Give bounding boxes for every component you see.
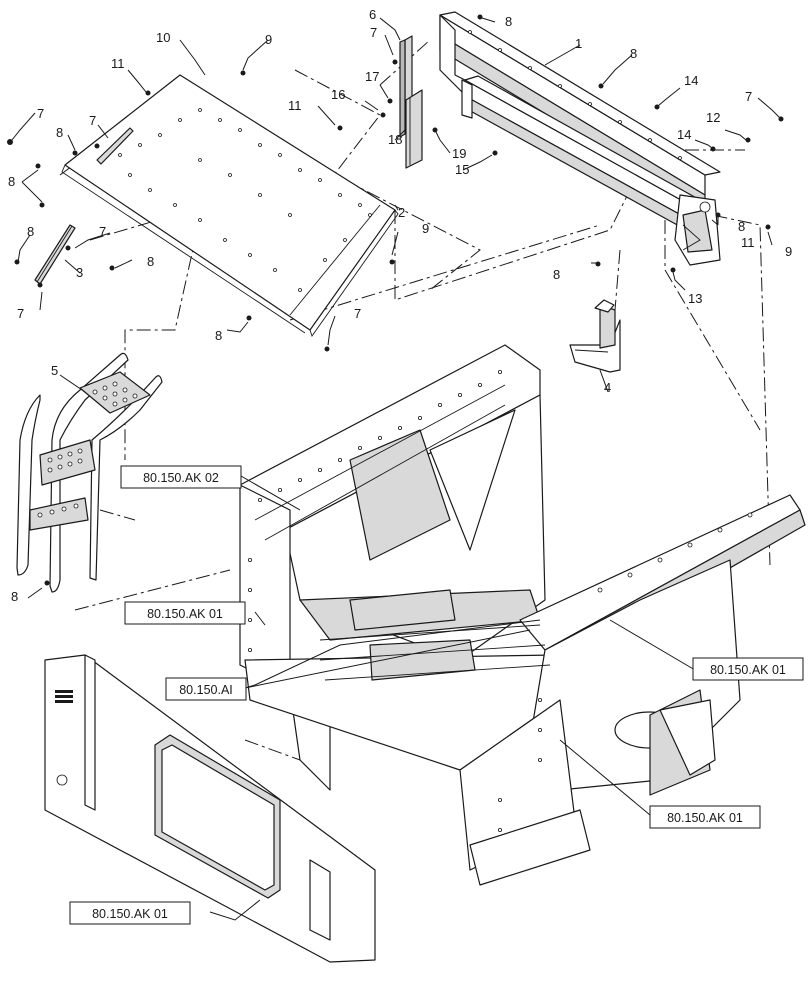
callout-16: 16 (331, 87, 345, 102)
part-4-mount-bracket (569, 299, 621, 373)
part-2-deck-plate (61, 74, 399, 337)
ref-ak01-bottom-text: 80.150.AK 01 (92, 907, 168, 921)
rail-holes (468, 30, 682, 160)
callout-8e: 8 (630, 46, 637, 61)
callout-12: 12 (706, 110, 720, 125)
callout-leaders (11, 17, 781, 921)
ref-ak02-text: 80.150.AK 02 (143, 471, 219, 485)
callout-7a: 7 (37, 106, 44, 121)
step-treads (37, 381, 138, 518)
callout-19: 19 (452, 146, 466, 161)
ref-ak01-right[interactable]: 80.150.AK 01 (692, 657, 804, 681)
frame-holes (247, 369, 753, 833)
callout-14b: 14 (677, 127, 691, 142)
ref-ak01-left[interactable]: 80.150.AK 01 (124, 601, 246, 625)
callout-8b: 8 (56, 125, 63, 140)
ref-ak01-right-text: 80.150.AK 01 (710, 663, 786, 677)
callout-11a: 11 (111, 56, 125, 71)
callout-14a: 14 (684, 73, 698, 88)
callout-11b: 11 (288, 98, 302, 113)
callout-9b: 9 (422, 221, 429, 236)
callout-7e: 7 (17, 306, 24, 321)
callout-13: 13 (688, 291, 702, 306)
callout-11c: 11 (741, 235, 755, 250)
part-5-ladder (16, 352, 163, 593)
part-18-brace (405, 89, 423, 169)
callout-3: 3 (76, 265, 83, 280)
callout-8i: 8 (553, 267, 560, 282)
callout-5: 5 (51, 363, 58, 378)
deck-holes (118, 108, 372, 292)
callout-7c: 7 (745, 89, 752, 104)
callout-8g: 8 (215, 328, 222, 343)
callout-7d: 7 (99, 224, 106, 239)
callout-8h: 8 (738, 219, 745, 234)
callout-9c: 9 (785, 244, 792, 259)
callout-8c: 8 (8, 174, 15, 189)
ref-ai-text: 80.150.AI (179, 683, 233, 697)
fasteners (7, 14, 784, 586)
ref-ak01-left-text: 80.150.AK 01 (147, 607, 223, 621)
callout-1: 1 (575, 36, 582, 51)
ref-ak02[interactable]: 80.150.AK 02 (120, 465, 242, 489)
callout-8a: 8 (27, 224, 34, 239)
callout-9a: 9 (265, 32, 272, 47)
ref-ak01-bottom[interactable]: 80.150.AK 01 (69, 901, 191, 925)
callout-4: 4 (604, 380, 611, 395)
callout-18: 18 (388, 132, 402, 147)
callout-numbers: 1 2 3 4 5 6 7 7 7 7 7 7 7 8 8 8 8 8 8 8 … (8, 7, 792, 604)
panel-vents (55, 690, 73, 786)
ref-ai[interactable]: 80.150.AI (165, 677, 247, 701)
ref-ak01-mid-text: 80.150.AK 01 (667, 811, 743, 825)
callout-7b: 7 (89, 113, 96, 128)
callout-7g: 7 (370, 25, 377, 40)
main-frame-assembly (239, 344, 806, 886)
part-1-rear-rail (439, 11, 721, 266)
callout-8d: 8 (505, 14, 512, 29)
front-door-panel (44, 654, 376, 963)
reference-labels: 80.150.AK 02 80.150.AK 01 80.150.AI 80.1… (69, 465, 804, 925)
callout-7f: 7 (354, 306, 361, 321)
ref-ak01-mid[interactable]: 80.150.AK 01 (649, 805, 761, 829)
callout-8j: 8 (11, 589, 18, 604)
callout-17: 17 (365, 69, 379, 84)
part-3-bracket (34, 224, 76, 285)
callout-10: 10 (156, 30, 170, 45)
callout-2: 2 (398, 205, 405, 220)
callout-6: 6 (369, 7, 376, 22)
callout-15: 15 (455, 162, 469, 177)
callout-8f: 8 (147, 254, 154, 269)
